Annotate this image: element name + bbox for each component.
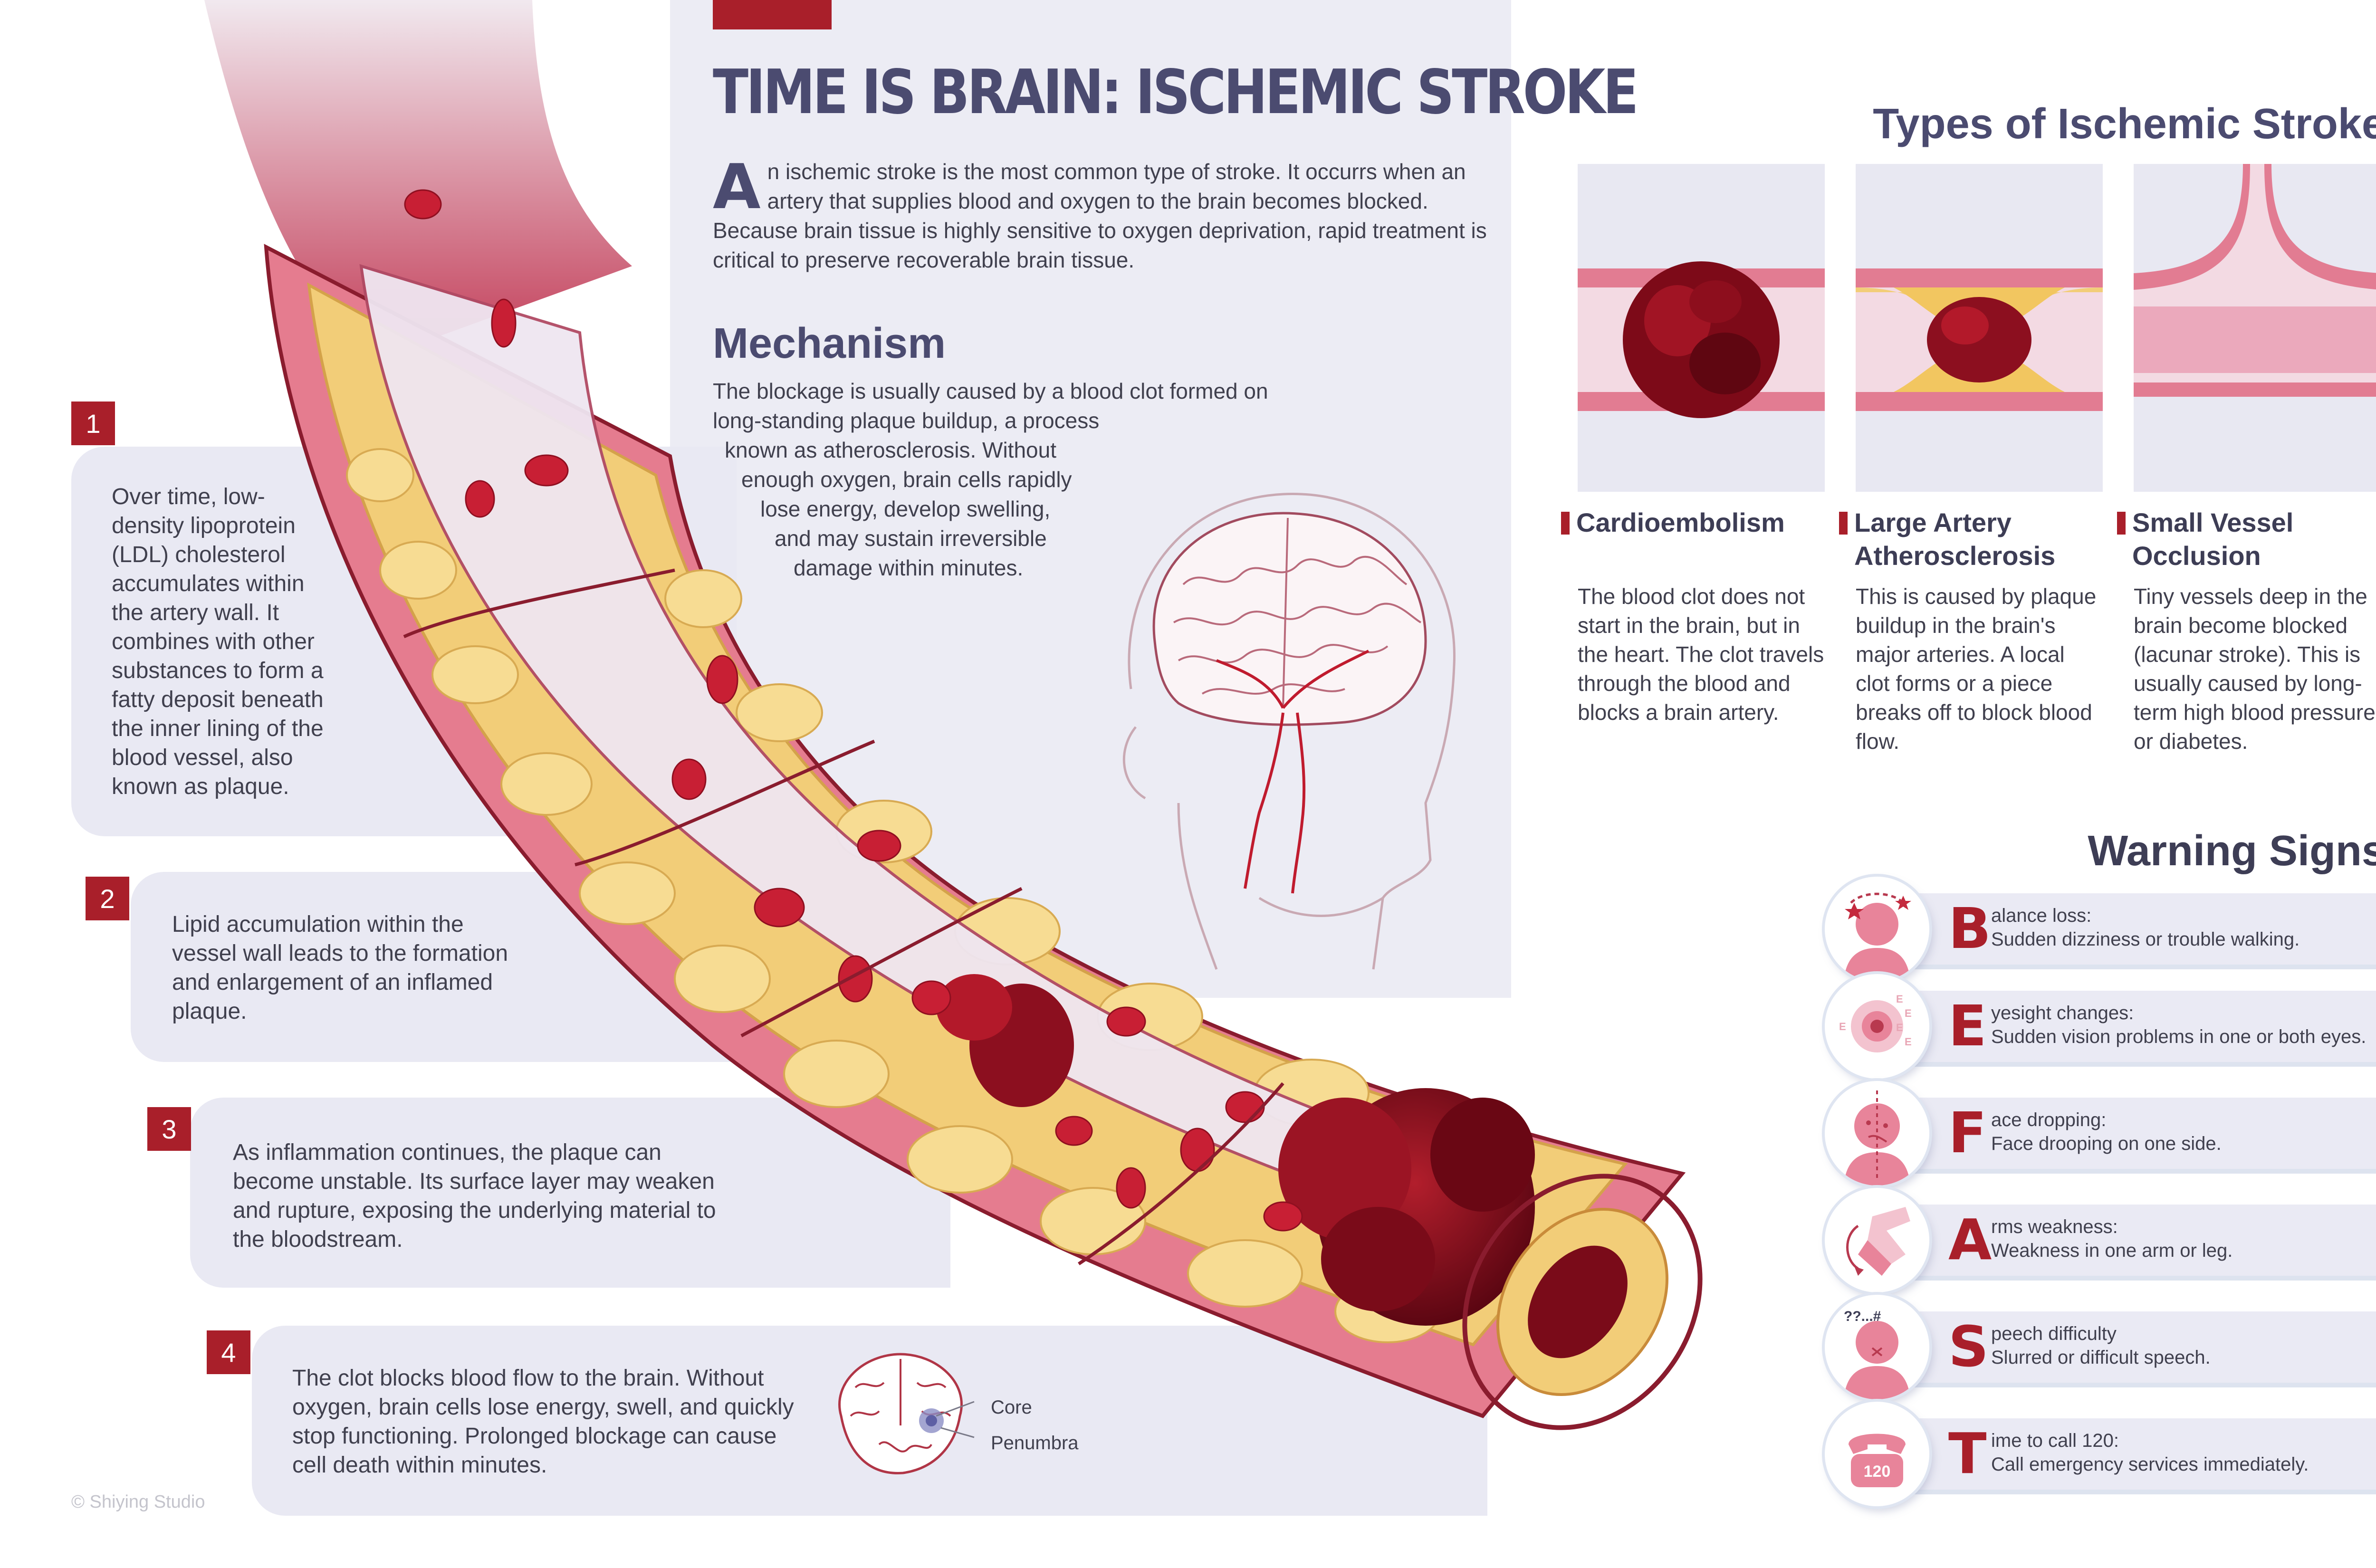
phone-number-label: 120 [1864, 1463, 1891, 1481]
credit: © Shiying Studio [71, 1492, 205, 1512]
label-accent [2117, 512, 2126, 535]
step-text-1: Over time, low-density lipoprotein (LDL)… [112, 484, 324, 799]
type-label-small-vessel: Small Vessel Occlusion [2117, 506, 2293, 573]
sign-head-balance: alance loss: [1991, 905, 2092, 926]
types-heading: Types of Ischemic Stroke [1873, 100, 2376, 148]
mechanism-line: enough oxygen, brain cells rapidly [741, 467, 1072, 492]
dizzy-face-icon [1825, 877, 1929, 981]
type-label-cardioembolism: Cardioembolism [1561, 506, 1785, 539]
sign-card-face [1906, 1098, 2376, 1169]
sign-head-arms: rms weakness: [1991, 1216, 2118, 1237]
warning-heading: Warning Signs [2088, 827, 2376, 875]
sign-card-time [1906, 1418, 2376, 1490]
sign-letter-f: F [1948, 1100, 1987, 1166]
sign-desc-balance: Sudden dizziness or trouble walking. [1991, 929, 2300, 950]
step-text-3: As inflammation continues, the plaque ca… [233, 1140, 716, 1252]
mechanism-line: The blockage is usually caused by a bloo… [713, 379, 1268, 403]
telephone-icon: 120 [1825, 1402, 1929, 1506]
sign-head-eyesight: yesight changes: [1991, 1003, 2134, 1023]
mechanism-line: and may sustain irreversible [775, 526, 1047, 551]
type-text-large-artery: This is caused by plaque buildup in the … [1856, 584, 2097, 754]
step-number-4: 4 [207, 1330, 250, 1374]
mechanism-text: The blockage is usually caused by a bloo… [713, 376, 1268, 583]
artery-illustration [204, 0, 1703, 1430]
sign-card-speech [1906, 1311, 2376, 1383]
mechanism-line: known as atherosclerosis. Without [725, 438, 1056, 462]
sign-letter-t: T [1948, 1421, 1987, 1486]
small-vessel-image [2134, 164, 2376, 492]
sign-desc-eyesight: Sudden vision problems in one or both ey… [1991, 1026, 2366, 1047]
step-number-1: 1 [71, 402, 115, 445]
label-accent [1561, 512, 1570, 535]
intro-paragraph: A n ischemic stroke is the most common t… [713, 151, 1511, 275]
slurred-speech-icon: ??...# [1825, 1295, 1929, 1399]
svg-text:E: E [1839, 1021, 1846, 1033]
sign-desc-arms: Weakness in one arm or leg. [1991, 1240, 2233, 1261]
sign-head-time: ime to call 120: [1991, 1430, 2119, 1451]
sign-head-face: ace dropping: [1991, 1109, 2107, 1130]
title-accent-bar [713, 0, 832, 29]
large-artery-image [1856, 164, 2103, 492]
sign-head-speech: peech difficulty [1991, 1323, 2117, 1344]
type-text-small-vessel: Tiny vessels deep in the brain become bl… [2134, 584, 2376, 754]
sign-desc-time: Call emergency services immediately. [1991, 1454, 2309, 1475]
mechanism-heading: Mechanism [713, 320, 946, 367]
sign-desc-speech: Slurred or difficult speech. [1991, 1347, 2211, 1368]
step-number-2: 2 [86, 877, 129, 920]
step-text-4: The clot blocks blood flow to the brain.… [292, 1366, 794, 1478]
intro-dropcap: A [713, 151, 761, 223]
mechanism-line: damage within minutes. [794, 555, 1024, 580]
type-label-large-artery: Large Artery Atherosclerosis [1839, 506, 2055, 573]
sign-letter-b: B [1948, 896, 1991, 961]
step-text-2: Lipid accumulation within the vessel wal… [172, 912, 508, 1024]
weak-arm-icon [1825, 1188, 1929, 1292]
svg-text:E: E [1896, 1022, 1903, 1033]
intro-text: n ischemic stroke is the most common typ… [713, 159, 1487, 272]
sign-letter-a: A [1948, 1207, 1992, 1272]
mechanism-line: long-standing plaque buildup, a process [713, 408, 1100, 433]
svg-text:E: E [1905, 1036, 1912, 1048]
cardioembolism-image [1578, 164, 1825, 492]
sign-desc-face: Face drooping on one side. [1991, 1133, 2222, 1154]
svg-text:E: E [1905, 1007, 1912, 1019]
legend-core: Core [991, 1397, 1032, 1418]
mechanism-line: lose energy, develop swelling, [760, 497, 1051, 521]
brain-cross-section-icon [838, 1353, 975, 1474]
sign-card-eyesight [1906, 991, 2376, 1062]
sign-letter-e: E [1948, 993, 1987, 1059]
sign-card-arms [1906, 1205, 2376, 1276]
head-brain-illustration [1122, 493, 1456, 970]
type-text-cardioembolism: The blood clot does not start in the bra… [1578, 584, 1824, 725]
sign-card-balance [1906, 893, 2376, 965]
sign-letter-s: S [1948, 1314, 1989, 1379]
svg-text:E: E [1896, 993, 1903, 1005]
page-title: TIME IS BRAIN: ISCHEMIC STROKE [713, 57, 1638, 128]
step-number-3: 3 [147, 1107, 191, 1151]
speech-symbols: ??...# [1844, 1309, 1881, 1324]
drooping-face-icon [1825, 1081, 1929, 1186]
label-accent [1839, 512, 1848, 535]
legend-penumbra: Penumbra [991, 1433, 1079, 1453]
step-card-3 [190, 1098, 950, 1288]
